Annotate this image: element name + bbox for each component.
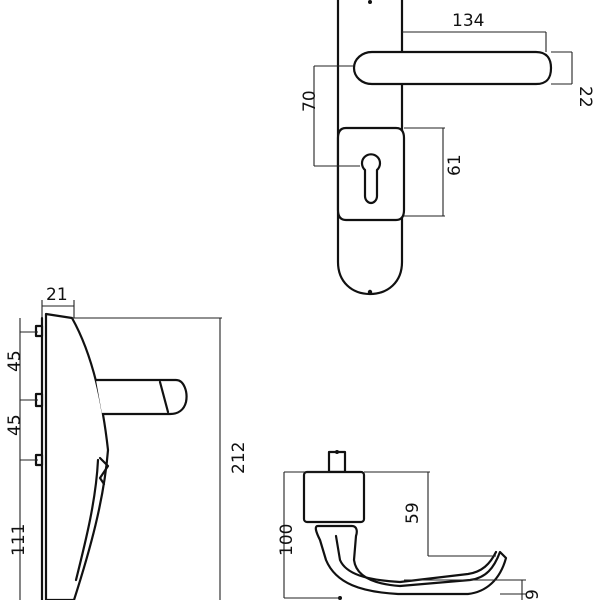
dim-handle-to-cylinder: 70 <box>300 90 320 112</box>
lever-grip-inner <box>334 534 498 584</box>
dim-offset: 59 <box>403 502 423 524</box>
dim-upper-spacing: 45 <box>5 350 25 372</box>
dim-tip: 9 <box>523 589 543 600</box>
dim-handle-length: 134 <box>452 11 484 31</box>
dim-depth: 21 <box>46 285 68 305</box>
cylinder-rosette <box>336 126 406 222</box>
spindle <box>327 450 347 474</box>
dim-handle-height: 22 <box>575 86 595 108</box>
top-center-dot <box>368 0 372 4</box>
lever-neck <box>314 524 508 596</box>
side-cylinder-notch <box>98 456 110 486</box>
lever-handle <box>352 50 553 86</box>
front-view: 134 22 70 61 <box>300 0 595 296</box>
dim-rosette-height: 61 <box>445 154 465 176</box>
profile-view: 100 59 9 <box>277 450 543 600</box>
dim-total-height: 212 <box>229 442 249 474</box>
side-view: 21 45 45 111 212 <box>5 285 249 600</box>
dim-lower-spacing: 45 <box>5 414 25 436</box>
side-lever <box>96 378 188 416</box>
side-backplate <box>44 312 110 600</box>
rosette-block <box>302 470 366 524</box>
side-backplate-inner <box>74 458 100 582</box>
backplate-center-dot <box>367 289 373 295</box>
cylinder-keyhole <box>360 153 382 205</box>
dim-bottom: 111 <box>9 524 29 556</box>
dim-height: 100 <box>277 524 297 556</box>
